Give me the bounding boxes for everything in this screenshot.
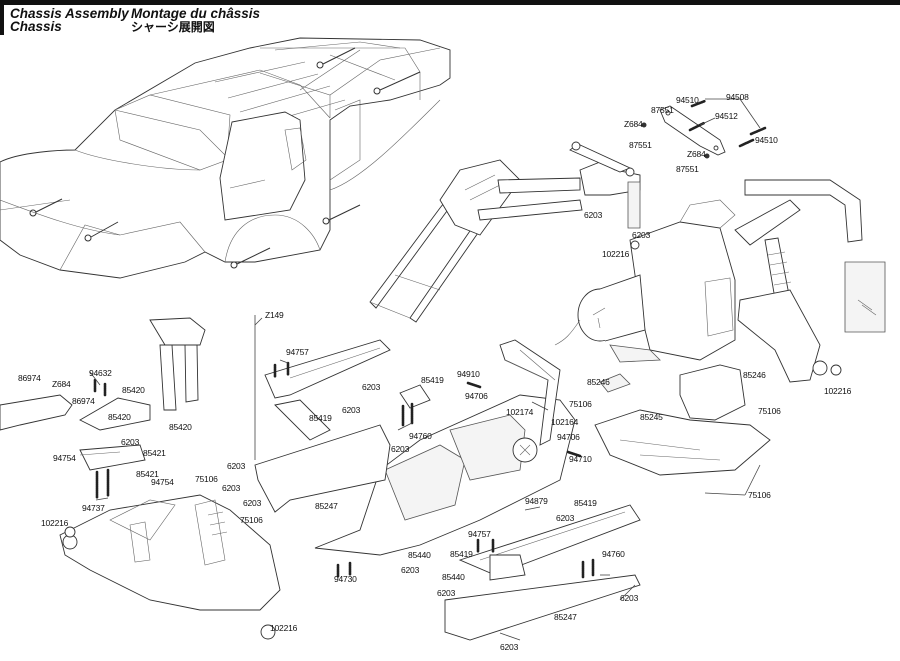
part-label: 6203 xyxy=(222,483,241,493)
part-label: 6203 xyxy=(243,498,262,508)
part-label: 75106 xyxy=(569,399,592,409)
part-label: 94754 xyxy=(151,477,174,487)
part-label: 75106 xyxy=(758,406,781,416)
roll-cage xyxy=(369,141,641,323)
part-label: 6203 xyxy=(584,210,603,220)
part-label: 85247 xyxy=(554,612,577,622)
part-label: 6203 xyxy=(620,593,639,603)
part-label: 94879 xyxy=(525,496,548,506)
part-label: Z149 xyxy=(265,310,284,320)
title-english: Chassis Assembly xyxy=(10,6,129,21)
part-label: 87551 xyxy=(651,105,674,115)
part-label: 86974 xyxy=(72,396,95,406)
part-label: 85421 xyxy=(136,469,159,479)
part-label: 94910 xyxy=(457,369,480,379)
part-label: 6203 xyxy=(556,513,575,523)
part-label: 94706 xyxy=(465,391,488,401)
part-label: 102216 xyxy=(602,249,630,259)
part-label: 6203 xyxy=(391,444,410,454)
part-label: 94706 xyxy=(557,432,580,442)
engine-assembly xyxy=(554,199,736,363)
part-label: 85419 xyxy=(450,549,473,559)
part-label: 85247 xyxy=(315,501,338,511)
hardware xyxy=(64,240,640,579)
part-label: 75106 xyxy=(748,490,771,500)
part-label: 6203 xyxy=(121,437,140,447)
part-label: 94508 xyxy=(726,92,749,102)
part-label: 6203 xyxy=(632,230,651,240)
part-label: 102164 xyxy=(551,417,579,427)
part-label: 102216 xyxy=(824,386,852,396)
part-label: 94757 xyxy=(468,529,491,539)
title-japanese: シャーシ展開図 xyxy=(131,20,215,34)
part-label: 94510 xyxy=(755,135,778,145)
main-chassis xyxy=(314,339,576,556)
part-label: 6203 xyxy=(342,405,361,415)
part-label: 94730 xyxy=(334,574,357,584)
part-label: 85245 xyxy=(640,412,663,422)
part-label: 85246 xyxy=(587,377,610,387)
part-label: 6203 xyxy=(437,588,456,598)
part-label: 85419 xyxy=(309,413,332,423)
part-label: 87551 xyxy=(676,164,699,174)
part-label: 85420 xyxy=(108,412,131,422)
part-label: 85246 xyxy=(743,370,766,380)
part-label: 94737 xyxy=(82,503,105,513)
side-guards xyxy=(254,315,641,641)
part-label: 6203 xyxy=(401,565,420,575)
part-label: 85419 xyxy=(574,498,597,508)
part-label: Z684 xyxy=(687,149,706,159)
part-label: 86974 xyxy=(18,373,41,383)
part-label: 102216 xyxy=(270,623,298,633)
part-label: Z684 xyxy=(624,119,643,129)
part-label: Z684 xyxy=(52,379,71,389)
part-label: 87551 xyxy=(629,140,652,150)
part-label: 102216 xyxy=(41,518,69,528)
rear-suspension xyxy=(734,179,886,383)
part-label: 102174 xyxy=(506,407,534,417)
part-label: 85420 xyxy=(122,385,145,395)
part-label: 94510 xyxy=(676,95,699,105)
part-label: 94632 xyxy=(89,368,112,378)
part-label: 6203 xyxy=(227,461,246,471)
title-german: Chassis xyxy=(10,19,62,34)
part-label: 75106 xyxy=(240,515,263,525)
part-label: 94757 xyxy=(286,347,309,357)
header-accent xyxy=(0,5,4,35)
title-french: Montage du châssis xyxy=(131,6,261,21)
skid-plates xyxy=(594,364,771,476)
part-label: 85440 xyxy=(442,572,465,582)
leader-lines xyxy=(89,98,761,641)
part-label: 85440 xyxy=(408,550,431,560)
part-label: 6203 xyxy=(500,642,519,652)
front-suspension xyxy=(0,317,281,640)
part-label: 85420 xyxy=(169,422,192,432)
part-label: 75106 xyxy=(195,474,218,484)
part-label: 94710 xyxy=(569,454,592,464)
part-label: 94754 xyxy=(53,453,76,463)
part-label: 6203 xyxy=(362,382,381,392)
part-label: 85419 xyxy=(421,375,444,385)
body-shell xyxy=(0,37,451,279)
part-label: 94512 xyxy=(715,111,738,121)
part-label: 94760 xyxy=(602,549,625,559)
part-label: 85421 xyxy=(143,448,166,458)
part-label: 94760 xyxy=(409,431,432,441)
header-bar xyxy=(0,0,900,5)
